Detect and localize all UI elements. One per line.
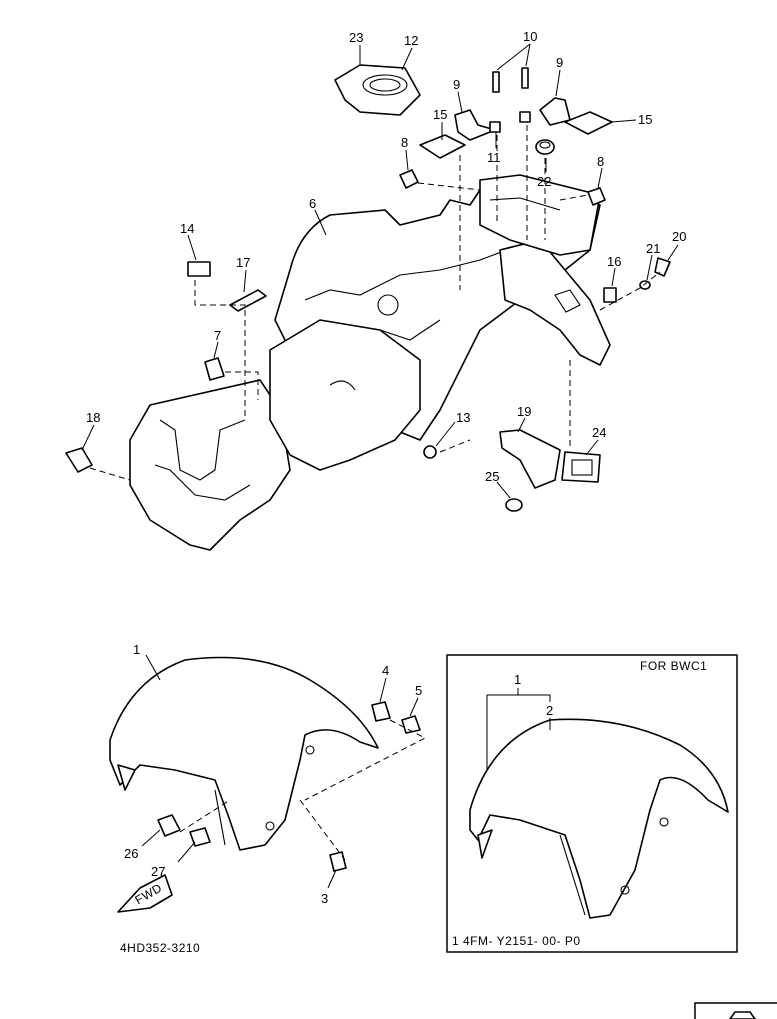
pad-15-left — [419, 134, 466, 159]
callout-25: 25 — [485, 469, 499, 484]
washer-21 — [639, 280, 651, 290]
callout-21: 21 — [646, 241, 660, 256]
callout-27: 27 — [151, 864, 165, 879]
nut-13 — [423, 445, 437, 459]
inset-callout-1: 1 — [514, 672, 521, 687]
callout-3: 3 — [321, 891, 328, 906]
callout-19: 19 — [517, 404, 531, 419]
collar-11 — [489, 111, 531, 133]
callout-14: 14 — [180, 221, 194, 236]
callout-12: 12 — [404, 33, 418, 48]
bolt-7 — [204, 357, 225, 381]
pad-15-right — [564, 111, 613, 135]
bolt-8-right — [587, 187, 606, 206]
bolts-10 — [492, 67, 529, 93]
callout-23: 23 — [349, 30, 363, 45]
clamp-14 — [187, 261, 211, 277]
callout-8-left: 8 — [401, 135, 408, 150]
rear-fender-assembly — [129, 174, 611, 551]
collar-27 — [189, 827, 211, 847]
callout-26: 26 — [124, 846, 138, 861]
callout-1: 1 — [133, 642, 140, 657]
inset-title: FOR BWC1 — [640, 659, 707, 673]
callout-20: 20 — [672, 229, 686, 244]
callout-18: 18 — [86, 410, 100, 425]
assembly-lines-upper — [89, 125, 661, 481]
nut-25 — [505, 498, 523, 512]
inset-bwc1 — [446, 654, 738, 953]
callout-15-left: 15 — [433, 107, 447, 122]
nut-5 — [401, 715, 421, 734]
bolt-3 — [329, 851, 347, 872]
callout-24: 24 — [592, 425, 606, 440]
clip-18 — [65, 447, 93, 473]
diagram-code: 4HD352-3210 — [120, 941, 200, 955]
bracket-9-right — [539, 97, 571, 126]
callout-11: 11 — [487, 150, 501, 165]
inset-footnote: 1 4FM- Y2151- 00- P0 — [452, 934, 581, 948]
callout-7: 7 — [214, 328, 221, 343]
reflector-24 — [561, 451, 601, 483]
callout-9-left: 9 — [453, 77, 460, 92]
assembly-lines-lower — [179, 719, 427, 861]
seat-lock-cover-23-12 — [334, 64, 421, 116]
callout-22: 22 — [537, 174, 551, 189]
grommet-22 — [535, 139, 555, 155]
callout-8-right: 8 — [597, 154, 604, 169]
callout-6: 6 — [309, 196, 316, 211]
callout-10: 10 — [523, 29, 537, 44]
callout-9-right: 9 — [556, 55, 563, 70]
page-corner-tab — [694, 1002, 777, 1019]
callout-5: 5 — [415, 683, 422, 698]
grommet-26 — [157, 814, 181, 837]
bracket-9-left — [454, 109, 496, 141]
bracket-19 — [499, 429, 561, 489]
callout-17: 17 — [236, 255, 250, 270]
callout-13: 13 — [456, 410, 470, 425]
inset-callout-2: 2 — [546, 703, 553, 718]
callout-leaders — [81, 43, 679, 889]
callout-16: 16 — [607, 254, 621, 269]
damper-17 — [229, 289, 267, 312]
callout-15-right: 15 — [638, 112, 652, 127]
callout-numbers: 23 12 10 9 9 15 15 11 8 8 22 6 14 17 16 … — [86, 29, 686, 906]
front-fender — [109, 656, 379, 851]
bolt-20 — [654, 257, 671, 277]
bolt-4 — [371, 701, 391, 722]
callout-4: 4 — [382, 663, 389, 678]
fwd-arrow: FWD — [117, 874, 173, 913]
bolt-8-left — [399, 169, 419, 189]
collar-16 — [603, 287, 617, 303]
